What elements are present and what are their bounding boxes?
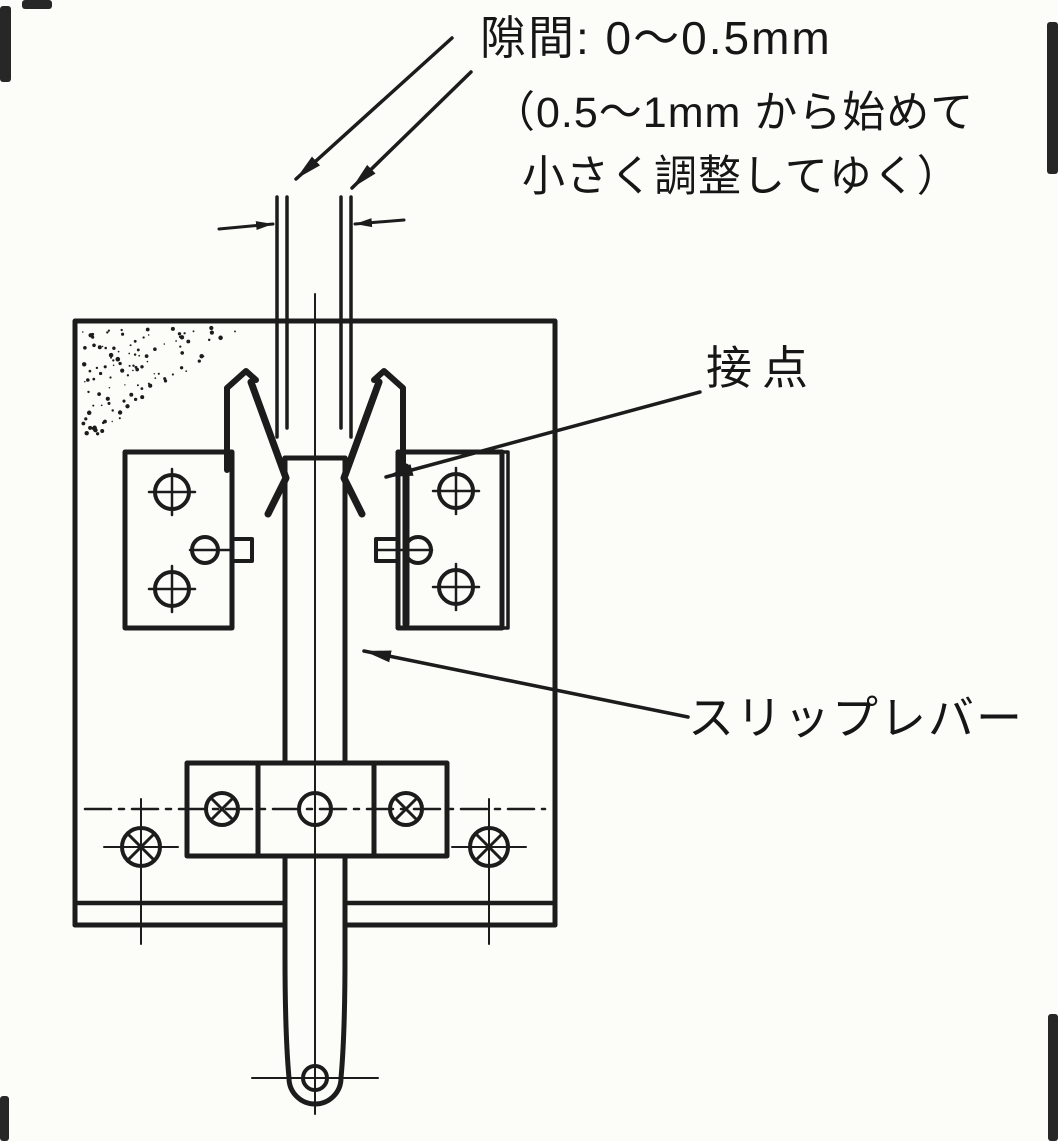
- gap-annotation-arrows: [294, 36, 473, 190]
- stipple-texture: [81, 325, 236, 436]
- scan-artifact: [22, 0, 52, 9]
- scan-artifact: [0, 6, 11, 82]
- outer-screw-right: [451, 798, 527, 945]
- dimension-arrow-right: [353, 218, 406, 228]
- slip-lever-label: スリップレバー: [688, 692, 1024, 744]
- gap-leader-line-left: [294, 36, 454, 181]
- contact-label-leader: [384, 390, 702, 479]
- spring-jaw-left: [247, 378, 290, 518]
- slip-lever-label-leader: [362, 649, 690, 719]
- contact-prongs: [275, 195, 353, 439]
- spring-mount-left: [224, 368, 259, 473]
- gap-note-line2: 小さく調整してゆく）: [522, 153, 961, 201]
- scan-artifact: [1048, 1014, 1058, 1141]
- gap-dimension-arrows: [217, 218, 406, 231]
- right-terminal-block: [374, 449, 510, 631]
- mounting-bracket-right: [488, 450, 510, 630]
- contact-spring-right: [340, 368, 406, 518]
- contact-label: 接点: [706, 342, 818, 394]
- slip-lever: [251, 455, 379, 1107]
- scan-artifact: [0, 1096, 9, 1141]
- spring-mount-right: [371, 368, 406, 473]
- adjust-screw-tip: [374, 537, 400, 563]
- dimension-arrow-left: [217, 221, 275, 231]
- left-terminal-block: [122, 449, 254, 631]
- scan-artifact: [1047, 22, 1058, 174]
- screw-x-line: [209, 796, 235, 822]
- gap-note-line1: （0.5〜1mm から始めて: [492, 89, 974, 137]
- lever-tail-shaft: [282, 953, 348, 1107]
- adjust-screw-tip: [230, 537, 254, 563]
- gap-leader-line-right: [350, 70, 473, 190]
- outer-screw-left: [103, 798, 179, 945]
- gap-label: 隙間: 0〜0.5mm: [480, 12, 832, 64]
